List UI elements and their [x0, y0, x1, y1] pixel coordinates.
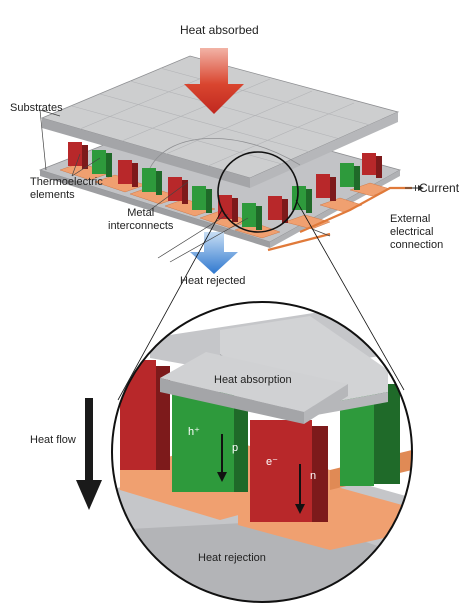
heat-rejection-label: Heat rejection — [198, 552, 266, 564]
heat-absorbed-label: Heat absorbed — [180, 23, 259, 37]
metal-interconnects-label: Metal interconnects — [108, 207, 174, 232]
current-label: +Current — [412, 181, 460, 195]
thermoelectric-elements — [68, 142, 382, 230]
external-connection-label: External electrical connection — [390, 213, 444, 251]
module-assembly — [38, 55, 424, 252]
external-electrical-connection — [267, 186, 412, 252]
heat-flow-label: Heat flow — [30, 434, 76, 446]
heat-absorption-label: Heat absorption — [214, 374, 292, 386]
heat-flow-arrow — [76, 398, 102, 510]
p-type-label: p — [232, 442, 239, 454]
magnifier-large-circle — [111, 301, 413, 603]
p-type-element — [172, 392, 234, 492]
n-type-label: n — [310, 470, 317, 482]
electron-carrier-label: e⁻ — [266, 456, 278, 468]
n-current-arrow — [295, 464, 305, 514]
hole-carrier-label: h⁺ — [188, 426, 200, 438]
heat-absorbed-arrow — [184, 48, 244, 114]
p-current-arrow — [217, 434, 227, 482]
heat-absorption-plate — [160, 352, 348, 412]
magnifier-small-circle — [217, 151, 299, 233]
thermoelectric-elements-label: Thermoelectric elements — [30, 176, 103, 201]
heat-rejected-label: Heat rejected — [180, 275, 246, 287]
substrates-label: Substrates — [10, 102, 63, 114]
heat-rejected-arrow — [190, 232, 238, 274]
